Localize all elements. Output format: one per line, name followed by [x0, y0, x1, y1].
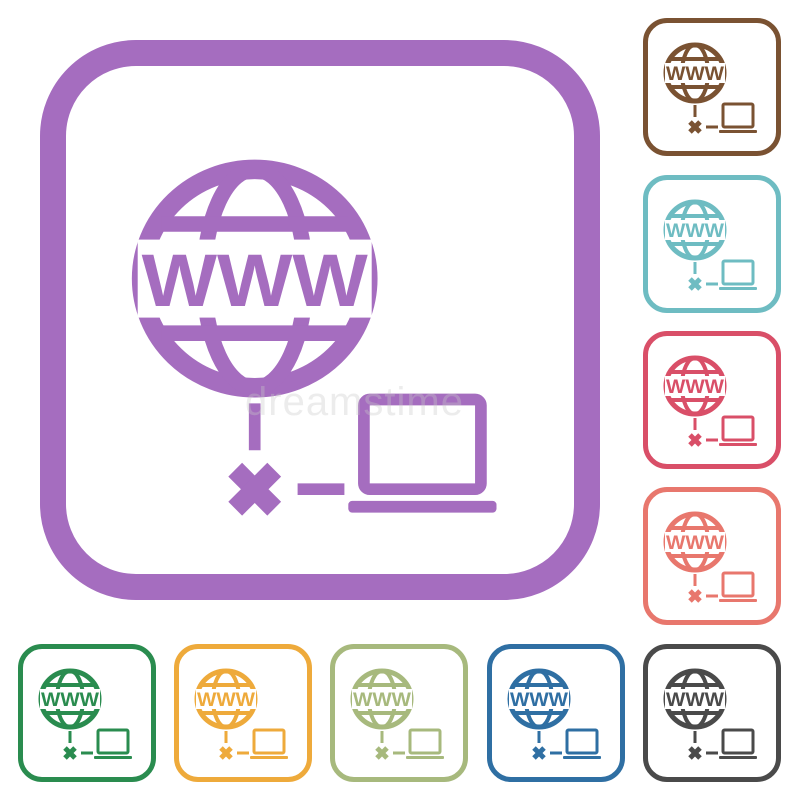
network-glyph: WWW — [38, 668, 132, 760]
svg-text:WWW: WWW — [353, 690, 411, 711]
close-icon — [532, 746, 546, 760]
close-icon — [688, 120, 702, 134]
icon-content: WWW — [662, 665, 762, 765]
laptop-icon — [94, 728, 132, 759]
disconnected-network-icon-blue: WWW — [487, 644, 625, 782]
disconnected-network-icon-red: WWW — [643, 331, 781, 469]
svg-text:WWW: WWW — [666, 64, 724, 85]
globe-icon: WWW — [131, 159, 378, 398]
svg-text:WWW: WWW — [197, 690, 255, 711]
disconnected-network-icon-teal: WWW — [643, 175, 781, 313]
network-glyph: WWW — [131, 159, 497, 516]
icon-content: WWW — [662, 508, 762, 608]
laptop-icon — [719, 571, 757, 602]
icon-content: WWW — [506, 665, 606, 765]
disconnected-network-icon-orange: WWW — [174, 644, 312, 782]
disconnected-network-icon-black: WWW — [643, 644, 781, 782]
disconnected-network-icon-salmon: WWW — [643, 487, 781, 625]
globe-icon: WWW — [507, 668, 571, 730]
globe-icon: WWW — [194, 668, 258, 730]
svg-text:WWW: WWW — [666, 377, 724, 398]
icon-content: WWW — [126, 146, 516, 536]
icon-content: WWW — [662, 196, 762, 296]
globe-icon: WWW — [663, 511, 727, 573]
globe-icon: WWW — [663, 355, 727, 417]
close-icon — [688, 746, 702, 760]
laptop-icon — [719, 102, 757, 133]
network-glyph: WWW — [663, 511, 757, 603]
svg-text:WWW: WWW — [666, 690, 724, 711]
laptop-icon — [719, 259, 757, 290]
close-icon — [688, 277, 702, 291]
globe-icon: WWW — [38, 668, 102, 730]
network-glyph: WWW — [194, 668, 288, 760]
svg-text:WWW: WWW — [41, 690, 99, 711]
network-glyph: WWW — [663, 668, 757, 760]
globe-icon: WWW — [663, 668, 727, 730]
laptop-icon — [250, 728, 288, 759]
network-glyph: WWW — [507, 668, 601, 760]
icon-content: WWW — [662, 352, 762, 452]
globe-icon: WWW — [663, 42, 727, 104]
icon-content: WWW — [349, 665, 449, 765]
laptop-icon — [719, 415, 757, 446]
svg-text:WWW: WWW — [666, 533, 724, 554]
close-icon — [219, 746, 233, 760]
laptop-icon — [348, 393, 497, 513]
network-glyph: WWW — [663, 355, 757, 447]
disconnected-network-icon-purple: WWW — [40, 40, 600, 600]
icon-content: WWW — [193, 665, 293, 765]
disconnected-network-icon-brown: WWW — [643, 18, 781, 156]
network-glyph: WWW — [663, 42, 757, 134]
svg-text:WWW: WWW — [142, 239, 368, 322]
close-icon — [375, 746, 389, 760]
svg-text:WWW: WWW — [666, 221, 724, 242]
globe-icon: WWW — [663, 199, 727, 261]
network-glyph: WWW — [350, 668, 444, 760]
network-glyph: WWW — [663, 199, 757, 291]
icon-content: WWW — [662, 39, 762, 139]
disconnected-network-icon-green: WWW — [18, 644, 156, 782]
close-icon — [688, 589, 702, 603]
close-icon — [63, 746, 77, 760]
close-icon — [228, 462, 282, 516]
icon-content: WWW — [37, 665, 137, 765]
laptop-icon — [563, 728, 601, 759]
close-icon — [688, 433, 702, 447]
laptop-icon — [719, 728, 757, 759]
globe-icon: WWW — [350, 668, 414, 730]
svg-text:WWW: WWW — [510, 690, 568, 711]
laptop-icon — [406, 728, 444, 759]
disconnected-network-icon-olive: WWW — [330, 644, 468, 782]
